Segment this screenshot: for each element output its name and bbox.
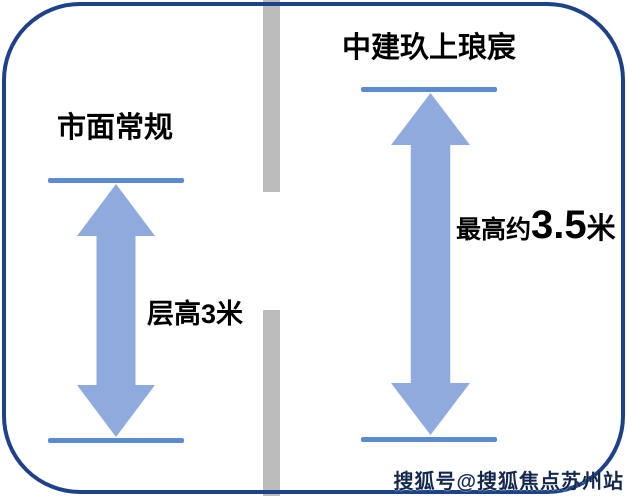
right-height-label-suffix: 米 xyxy=(586,213,616,245)
left-ceiling-line xyxy=(48,178,184,183)
right-height-label-prefix: 最高约 xyxy=(456,216,532,244)
right-ceiling-line xyxy=(361,87,497,92)
left-floor-line xyxy=(48,438,184,443)
left-double-arrow-icon xyxy=(77,184,155,437)
watermark: 搜狐号@搜狐焦点苏州站 xyxy=(393,471,624,493)
left-height-label: 层高3米 xyxy=(147,299,244,329)
right-floor-line xyxy=(361,437,497,442)
right-double-arrow-icon xyxy=(391,93,470,435)
center-divider-top-segment xyxy=(263,0,280,192)
right-panel-title: 中建玖上琅宸 xyxy=(342,32,517,64)
right-height-label: 最高约3.5米 xyxy=(456,203,616,248)
left-panel-title: 市面常规 xyxy=(57,112,174,144)
center-divider-bottom-segment xyxy=(263,310,280,496)
right-height-label-value: 3.5 xyxy=(531,203,587,247)
